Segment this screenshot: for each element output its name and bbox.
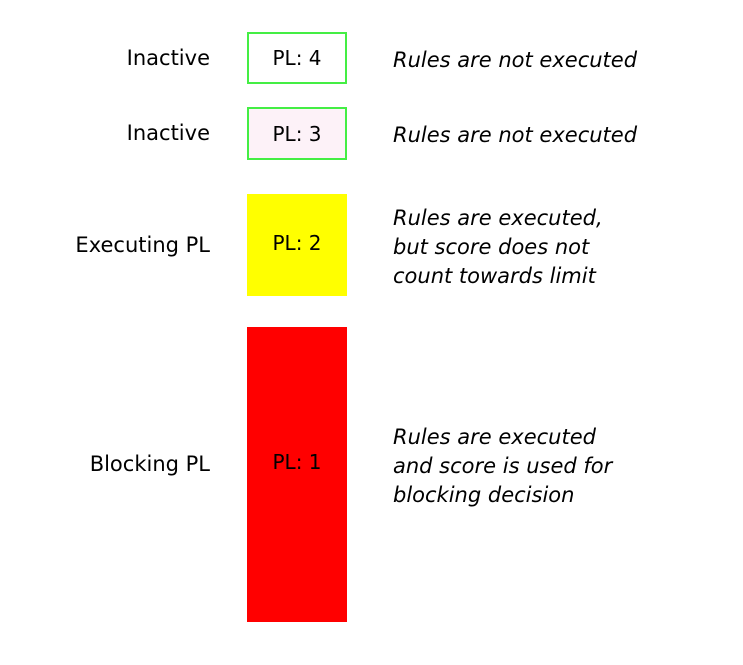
pl-box-4: PL: 4 xyxy=(247,32,347,84)
description-pl1: Rules are executed and score is used for… xyxy=(393,425,613,507)
pl-box-label-2: PL: 2 xyxy=(272,231,322,255)
state-label-pl1: Blocking PL xyxy=(89,452,210,476)
description-pl4: Rules are not executed xyxy=(393,48,638,72)
pl-box-label-4: PL: 4 xyxy=(272,46,322,70)
description-pl2: Rules are executed, but score does not c… xyxy=(393,206,603,288)
pl-box-2: PL: 2 xyxy=(247,194,347,296)
pl-box-label-1: PL: 1 xyxy=(272,450,322,474)
pl-box-label-3: PL: 3 xyxy=(272,121,322,146)
state-label-pl4: Inactive xyxy=(126,46,210,70)
pl-box-1: PL: 1 xyxy=(247,327,347,622)
state-label-pl3: Inactive xyxy=(126,121,210,145)
pl-box-3: PL: 3 xyxy=(247,107,347,160)
state-label-pl2: Executing PL xyxy=(75,233,210,257)
description-pl3: Rules are not executed xyxy=(393,123,638,147)
